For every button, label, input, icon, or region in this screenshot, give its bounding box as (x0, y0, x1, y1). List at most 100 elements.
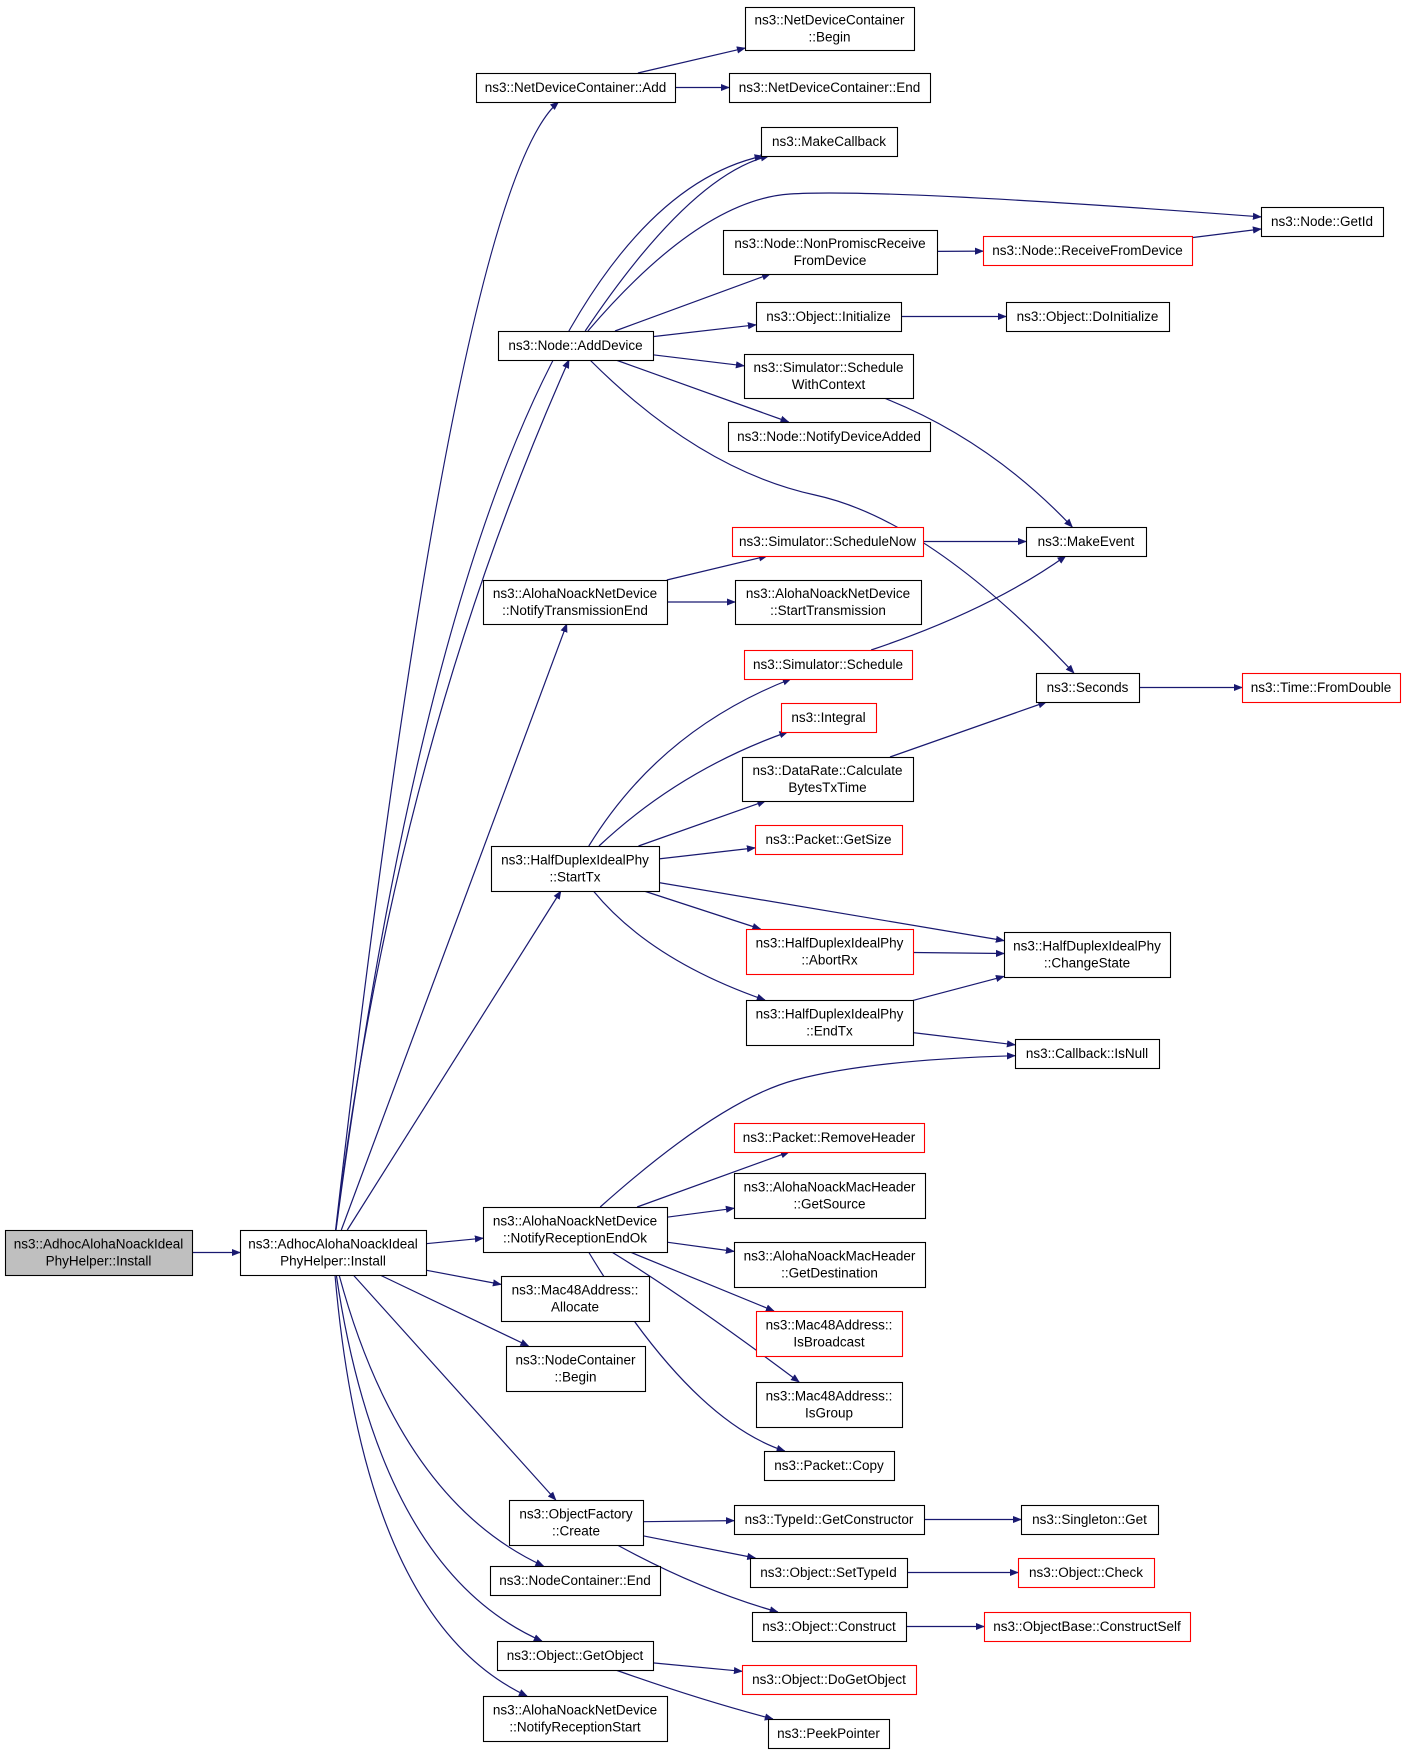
node-install[interactable]: ns3::AdhocAlohaNoackIdealPhyHelper::Inst… (239, 1229, 428, 1277)
node-box (482, 1695, 669, 1743)
node-ndc-add[interactable]: ns3::NetDeviceContainer::Add (475, 72, 677, 104)
node-typeid-getctor[interactable]: ns3::TypeId::GetConstructor (733, 1504, 926, 1536)
node-box (1017, 1557, 1156, 1589)
node-mac48-isbroadcast[interactable]: ns3::Mac48Address::IsBroadcast (755, 1310, 904, 1358)
node-packet-removeheader[interactable]: ns3::Packet::RemoveHeader (733, 1122, 926, 1154)
node-box (751, 1611, 908, 1643)
node-mac-getsource[interactable]: ns3::AlohaNoackMacHeader::GetSource (733, 1172, 927, 1220)
node-hd-starttx[interactable]: ns3::HalfDuplexIdealPhy::StartTx (490, 845, 661, 893)
node-box (734, 579, 923, 626)
node-label: ns3::AlohaNoackNetDevice (493, 1703, 657, 1718)
node-obj-construct[interactable]: ns3::Object::Construct (751, 1611, 908, 1643)
node-label: ns3::Mac48Address:: (512, 1283, 639, 1298)
node-aloha-notifytxend[interactable]: ns3::AlohaNoackNetDevice::NotifyTransmis… (482, 579, 669, 626)
node-singleton-get[interactable]: ns3::Singleton::Get (1020, 1504, 1160, 1536)
node-label: ns3::HalfDuplexIdealPhy (756, 1007, 904, 1022)
edge-install-to-nc_end (338, 1274, 545, 1567)
node-box (755, 1381, 904, 1429)
edge-node_adddevice-to-nonpromisc (614, 273, 771, 332)
edge-aloha_notifyrxendok-to-mac_getdest (666, 1241, 735, 1254)
node-obj-doinitialize[interactable]: ns3::Object::DoInitialize (1005, 301, 1171, 333)
node-receivefromdevice[interactable]: ns3::Node::ReceiveFromDevice (982, 235, 1194, 267)
node-ndc-end[interactable]: ns3::NetDeviceContainer::End (728, 72, 932, 104)
node-box (728, 72, 932, 104)
node-label: ::NotifyTransmissionEnd (502, 603, 648, 618)
node-aloha-notifyrxstart[interactable]: ns3::AlohaNoackNetDevice::NotifyReceptio… (482, 1695, 669, 1743)
node-label: ns3::Packet::GetSize (765, 832, 891, 847)
node-aloha-notifyrxendok[interactable]: ns3::AlohaNoackNetDevice::NotifyReceptio… (482, 1206, 669, 1254)
node-node-adddevice[interactable]: ns3::Node::AddDevice (497, 330, 655, 362)
node-label: ::ChangeState (1044, 956, 1130, 971)
node-makeevent[interactable]: ns3::MakeEvent (1025, 526, 1148, 558)
node-integral[interactable]: ns3::Integral (780, 702, 878, 734)
edge-hd_starttx-to-hd_changestate (658, 882, 1005, 943)
node-box (490, 845, 661, 893)
node-seconds[interactable]: ns3::Seconds (1035, 672, 1141, 704)
edge-install-to-aloha_notifytxend (340, 623, 568, 1231)
node-mac-getdest[interactable]: ns3::AlohaNoackMacHeader::GetDestination (733, 1241, 927, 1289)
node-nc-end[interactable]: ns3::NodeContainer::End (489, 1565, 662, 1597)
node-box (500, 1275, 651, 1323)
node-label: ns3::Simulator::Schedule (753, 360, 903, 375)
node-box (482, 1206, 669, 1254)
node-label: ns3::Singleton::Get (1032, 1512, 1147, 1527)
node-objbase-constructself[interactable]: ns3::ObjectBase::ConstructSelf (983, 1611, 1192, 1643)
node-label: ns3::Packet::Copy (774, 1458, 884, 1473)
node-label: ns3::Node::ReceiveFromDevice (992, 243, 1183, 258)
node-notifydeviceadded[interactable]: ns3::Node::NotifyDeviceAdded (727, 421, 932, 453)
node-label: ns3::NetDeviceContainer (754, 13, 905, 28)
node-label: ns3::AdhocAlohaNoackIdeal (14, 1237, 184, 1252)
node-label: ns3::Object::GetObject (507, 1648, 644, 1663)
node-hd-abortrx[interactable]: ns3::HalfDuplexIdealPhy::AbortRx (745, 928, 915, 976)
node-packet-copy[interactable]: ns3::Packet::Copy (763, 1450, 896, 1482)
node-makecallback[interactable]: ns3::MakeCallback (760, 126, 899, 158)
node-obj-settypeid[interactable]: ns3::Object::SetTypeId (749, 1557, 909, 1589)
edge-hd_abortrx-to-hd_changestate (912, 949, 1005, 958)
node-root[interactable]: ns3::AdhocAlohaNoackIdealPhyHelper::Inst… (4, 1229, 194, 1277)
edge-hd_starttx-to-sim_schedule (588, 678, 792, 847)
node-box (763, 1450, 896, 1482)
node-box (741, 756, 915, 803)
node-label: ns3::Time::FromDouble (1251, 680, 1392, 695)
node-obj-dogetobject[interactable]: ns3::Object::DoGetObject (741, 1664, 918, 1696)
node-label: Allocate (551, 1300, 599, 1315)
node-cb-isnull[interactable]: ns3::Callback::IsNull (1014, 1038, 1161, 1070)
node-mac48-allocate[interactable]: ns3::Mac48Address::Allocate (500, 1275, 651, 1323)
node-time-fromdouble[interactable]: ns3::Time::FromDouble (1241, 672, 1402, 704)
edge-ndc_add-to-ndc_begin (637, 46, 746, 74)
node-label: ::StartTx (549, 870, 600, 885)
node-nc-begin[interactable]: ns3::NodeContainer::Begin (505, 1345, 647, 1393)
edge-node_adddevice-to-seconds (589, 359, 1075, 674)
node-label: IsGroup (805, 1406, 853, 1421)
node-box (767, 1718, 891, 1750)
node-node-getid[interactable]: ns3::Node::GetId (1260, 206, 1385, 238)
node-label: ns3::Simulator::Schedule (753, 657, 903, 672)
node-mac48-isgroup[interactable]: ns3::Mac48Address::IsGroup (755, 1381, 904, 1429)
node-obj-check[interactable]: ns3::Object::Check (1017, 1557, 1156, 1589)
node-sim-schedule[interactable]: ns3::Simulator::Schedule (743, 649, 914, 681)
node-aloha-starttx[interactable]: ns3::AlohaNoackNetDevice::StartTransmiss… (734, 579, 923, 626)
node-label: ns3::DataRate::Calculate (752, 763, 902, 778)
node-obj-initialize[interactable]: ns3::Object::Initialize (755, 301, 903, 333)
node-label: ns3::Object::SetTypeId (760, 1565, 897, 1580)
node-objfactory-create[interactable]: ns3::ObjectFactory::Create (508, 1499, 645, 1547)
edge-install-to-obj_getobject (335, 1274, 543, 1642)
node-peekpointer[interactable]: ns3::PeekPointer (767, 1718, 891, 1750)
edge-aloha_notifyrxendok-to-mac48_isbroadcast (629, 1251, 775, 1312)
node-label: ns3::Object::Check (1029, 1565, 1143, 1580)
node-label: ns3::HalfDuplexIdealPhy (1013, 939, 1161, 954)
node-box (743, 649, 914, 681)
node-label: ::StartTransmission (770, 603, 886, 618)
node-hd-changestate[interactable]: ns3::HalfDuplexIdealPhy::ChangeState (1003, 931, 1172, 979)
node-box (741, 1664, 918, 1696)
node-hd-endtx[interactable]: ns3::HalfDuplexIdealPhy::EndTx (745, 999, 915, 1047)
node-obj-getobject[interactable]: ns3::Object::GetObject (496, 1640, 655, 1672)
node-ndc-begin[interactable]: ns3::NetDeviceContainer::Begin (744, 6, 916, 52)
node-label: ns3::ObjectBase::ConstructSelf (993, 1619, 1181, 1634)
node-sim-schedulenow[interactable]: ns3::Simulator::ScheduleNow (731, 526, 925, 558)
node-label: ns3::Object::Construct (762, 1619, 896, 1634)
node-packet-getsize[interactable]: ns3::Packet::GetSize (754, 824, 904, 856)
